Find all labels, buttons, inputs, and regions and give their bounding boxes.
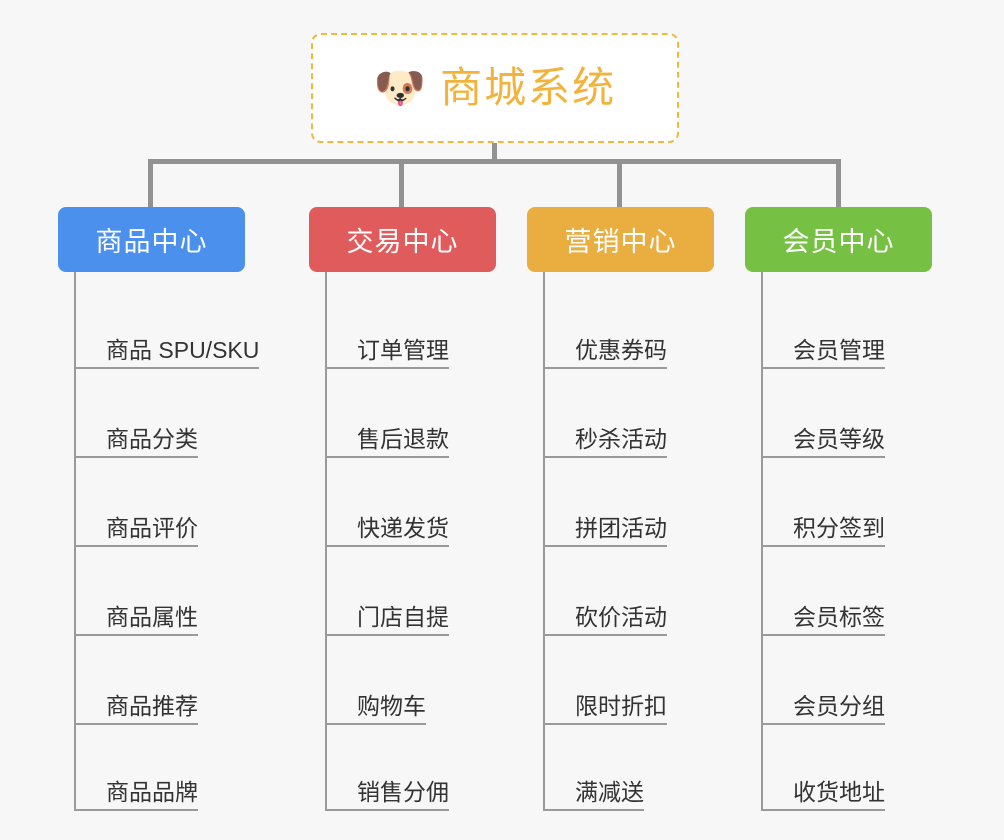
leaf-list-trade-center: 订单管理 售后退款 快递发货 门店自提 购物车 销售分佣 xyxy=(325,272,496,811)
list-item[interactable]: 会员管理 xyxy=(763,280,932,369)
leaf-label: 收货地址 xyxy=(763,779,885,811)
category-box-product-center[interactable]: 商品中心 xyxy=(58,207,245,272)
leaf-label: 商品评价 xyxy=(76,515,198,547)
leaf-list-marketing-center: 优惠券码 秒杀活动 拼团活动 砍价活动 限时折扣 满减送 xyxy=(543,272,714,811)
leaf-label: 积分签到 xyxy=(763,515,885,547)
leaf-label: 限时折扣 xyxy=(545,693,667,725)
list-item[interactable]: 会员分组 xyxy=(763,636,932,725)
list-item[interactable]: 订单管理 xyxy=(327,280,496,369)
leaf-label: 优惠券码 xyxy=(545,337,667,369)
leaf-label: 门店自提 xyxy=(327,604,449,636)
category-box-marketing-center[interactable]: 营销中心 xyxy=(527,207,714,272)
list-item[interactable]: 售后退款 xyxy=(327,369,496,458)
connector-horizontal-bus xyxy=(148,159,841,164)
list-item[interactable]: 商品推荐 xyxy=(76,636,259,725)
branch-marketing-center: 营销中心 优惠券码 秒杀活动 拼团活动 砍价活动 限时折扣 满减送 xyxy=(527,207,714,811)
connector-root-stem xyxy=(492,143,497,163)
root-node[interactable]: 🐶 商城系统 xyxy=(311,33,679,143)
list-item[interactable]: 商品评价 xyxy=(76,458,259,547)
leaf-label: 商品品牌 xyxy=(76,779,198,811)
leaf-label: 会员等级 xyxy=(763,426,885,458)
leaf-label: 售后退款 xyxy=(327,426,449,458)
branch-trade-center: 交易中心 订单管理 售后退款 快递发货 门店自提 购物车 销售分佣 xyxy=(309,207,496,811)
leaf-label: 满减送 xyxy=(545,779,644,811)
list-item[interactable]: 门店自提 xyxy=(327,547,496,636)
list-item[interactable]: 商品 SPU/SKU xyxy=(76,280,260,369)
category-box-member-center[interactable]: 会员中心 xyxy=(745,207,932,272)
list-item[interactable]: 积分签到 xyxy=(763,458,932,547)
leaf-label: 砍价活动 xyxy=(545,604,667,636)
list-item[interactable]: 购物车 xyxy=(327,636,496,725)
category-label: 会员中心 xyxy=(782,227,895,257)
branch-member-center: 会员中心 会员管理 会员等级 积分签到 会员标签 会员分组 收货地址 xyxy=(745,207,932,811)
connector-drop-marketing-center xyxy=(617,159,622,209)
list-item[interactable]: 满减送 xyxy=(545,725,714,811)
connector-drop-member-center xyxy=(836,159,841,209)
list-item[interactable]: 优惠券码 xyxy=(545,280,714,369)
list-item[interactable]: 砍价活动 xyxy=(545,547,714,636)
leaf-label: 商品分类 xyxy=(76,426,198,458)
leaf-label: 快递发货 xyxy=(327,515,449,547)
list-item[interactable]: 商品品牌 xyxy=(76,725,259,811)
leaf-label: 会员标签 xyxy=(763,604,885,636)
leaf-label: 会员管理 xyxy=(763,337,885,369)
category-box-trade-center[interactable]: 交易中心 xyxy=(309,207,496,272)
leaf-label: 订单管理 xyxy=(327,337,449,369)
leaf-list-product-center: 商品 SPU/SKU 商品分类 商品评价 商品属性 商品推荐 商品品牌 xyxy=(74,272,260,811)
list-item[interactable]: 销售分佣 xyxy=(327,725,496,811)
list-item[interactable]: 快递发货 xyxy=(327,458,496,547)
list-item[interactable]: 会员标签 xyxy=(763,547,932,636)
connector-drop-product-center xyxy=(148,159,153,209)
list-item[interactable]: 拼团活动 xyxy=(545,458,714,547)
leaf-label: 商品 SPU/SKU xyxy=(76,337,260,369)
list-item[interactable]: 商品分类 xyxy=(76,369,259,458)
branch-product-center: 商品中心 商品 SPU/SKU 商品分类 商品评价 商品属性 商品推荐 商品品牌 xyxy=(58,207,260,811)
list-item[interactable]: 秒杀活动 xyxy=(545,369,714,458)
leaf-label: 销售分佣 xyxy=(327,779,449,811)
category-label: 商品中心 xyxy=(95,227,208,257)
leaf-label: 商品属性 xyxy=(76,604,198,636)
connector-drop-trade-center xyxy=(399,159,404,209)
list-item[interactable]: 限时折扣 xyxy=(545,636,714,725)
list-item[interactable]: 收货地址 xyxy=(763,725,932,811)
leaf-label: 会员分组 xyxy=(763,693,885,725)
leaf-label: 拼团活动 xyxy=(545,515,667,547)
leaf-label: 商品推荐 xyxy=(76,693,198,725)
leaf-list-member-center: 会员管理 会员等级 积分签到 会员标签 会员分组 收货地址 xyxy=(761,272,932,811)
leaf-label: 购物车 xyxy=(327,693,426,725)
category-label: 营销中心 xyxy=(564,227,677,257)
list-item[interactable]: 会员等级 xyxy=(763,369,932,458)
root-node-label: 商城系统 xyxy=(440,64,617,111)
dog-face-icon: 🐶 xyxy=(373,64,427,111)
leaf-label: 秒杀活动 xyxy=(545,426,667,458)
category-label: 交易中心 xyxy=(346,227,459,257)
list-item[interactable]: 商品属性 xyxy=(76,547,259,636)
